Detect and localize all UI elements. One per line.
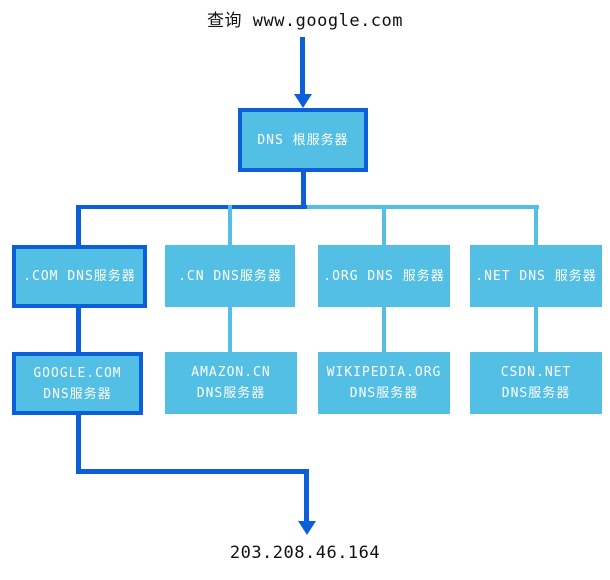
node-label: .NET DNS 服务器 xyxy=(475,268,597,284)
node-google-com-dns-server: GOOGLE.COM DNS服务器 xyxy=(12,352,143,415)
connector-branch-horizontal-light xyxy=(303,205,539,209)
node-label-line1: CSDN.NET xyxy=(500,365,572,380)
node-label: .ORG DNS 服务器 xyxy=(323,268,445,284)
node-label: DNS 根服务器 xyxy=(257,132,349,148)
connector-org-to-wikipedia xyxy=(382,306,386,353)
node-com-dns-server: .COM DNS服务器 xyxy=(12,245,147,308)
node-label: .CN DNS服务器 xyxy=(178,268,282,284)
node-net-dns-server: .NET DNS 服务器 xyxy=(470,245,602,307)
result-ip-label: 203.208.46.164 xyxy=(229,543,381,563)
node-org-dns-server: .ORG DNS 服务器 xyxy=(318,245,450,307)
node-label-line1: AMAZON.CN xyxy=(191,365,271,380)
connector-branch-horizontal-dark xyxy=(76,205,307,209)
connector-root-vertical xyxy=(301,171,306,207)
connector-com-to-google xyxy=(76,307,81,353)
node-label-line2: DNS服务器 xyxy=(196,386,266,401)
node-label-line2: DNS服务器 xyxy=(501,386,571,401)
result-path-horizontal xyxy=(76,469,309,474)
node-label-line1: WIKIPEDIA.ORG xyxy=(326,365,442,380)
node-label: .COM DNS服务器 xyxy=(23,269,136,284)
connector-to-org xyxy=(382,205,386,245)
connector-cn-to-amazon xyxy=(228,306,232,353)
node-label-line2: DNS服务器 xyxy=(43,386,112,402)
connector-to-com xyxy=(76,205,81,245)
node-csdn-net-dns-server: CSDN.NET DNS服务器 xyxy=(470,352,602,414)
result-path-vertical-2 xyxy=(304,469,309,522)
node-wikipedia-org-dns-server: WIKIPEDIA.ORG DNS服务器 xyxy=(318,352,450,414)
arrow-down-icon xyxy=(298,521,316,535)
query-label: 查询 www.google.com xyxy=(206,11,404,31)
connector-to-net xyxy=(534,205,538,245)
query-arrow-line xyxy=(300,37,305,96)
node-amazon-cn-dns-server: AMAZON.CN DNS服务器 xyxy=(165,352,297,414)
connector-to-cn xyxy=(228,205,232,245)
result-path-vertical-1 xyxy=(76,415,81,474)
node-dns-root-server: DNS 根服务器 xyxy=(238,108,368,172)
arrow-down-icon xyxy=(294,94,312,108)
node-label-line2: DNS服务器 xyxy=(349,386,419,401)
node-label-line1: GOOGLE.COM xyxy=(33,365,122,381)
node-cn-dns-server: .CN DNS服务器 xyxy=(165,245,295,307)
connector-net-to-csdn xyxy=(534,306,538,353)
